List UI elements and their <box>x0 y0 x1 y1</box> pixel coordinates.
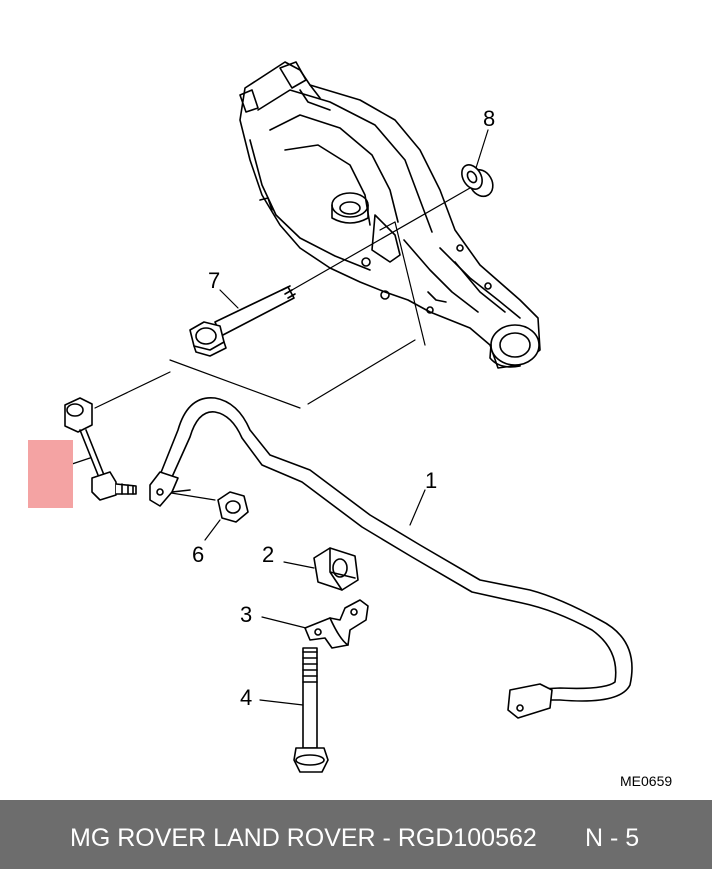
bush-2-drawing <box>313 547 359 591</box>
nut-6-drawing <box>217 491 249 523</box>
callout-1: 1 <box>425 468 437 493</box>
callout-6: 6 <box>192 542 204 567</box>
bolt-4-drawing <box>293 647 329 773</box>
anti-roll-bar-drawing <box>149 397 633 719</box>
diagram-position: N - 5 <box>585 824 640 852</box>
callout-3: 3 <box>240 602 252 627</box>
callout-2: 2 <box>262 542 274 567</box>
maker-part-number: MG ROVER LAND ROVER - RGD100562 <box>70 824 537 852</box>
callout-8: 8 <box>483 106 495 131</box>
diagram-drawing: 1 2 3 4 5 6 7 8 ME0659 <box>38 61 672 789</box>
leader-lines <box>59 129 489 706</box>
callout-7: 7 <box>208 268 220 293</box>
exploded-diagram: 1 2 3 4 5 6 7 8 ME0659 <box>28 61 672 789</box>
bolt-7-drawing <box>189 285 296 357</box>
callout-5-highlight <box>28 440 73 508</box>
part-info-banner: MG ROVER LAND ROVER - RGD100562 N - 5 <box>0 800 712 869</box>
clamp-3-drawing <box>304 599 369 649</box>
bush-8-drawing <box>461 164 494 198</box>
callout-4: 4 <box>240 685 252 710</box>
drop-link-5-drawing <box>64 397 137 501</box>
reference-code: ME0659 <box>620 773 672 789</box>
assembly-lines <box>94 187 471 501</box>
